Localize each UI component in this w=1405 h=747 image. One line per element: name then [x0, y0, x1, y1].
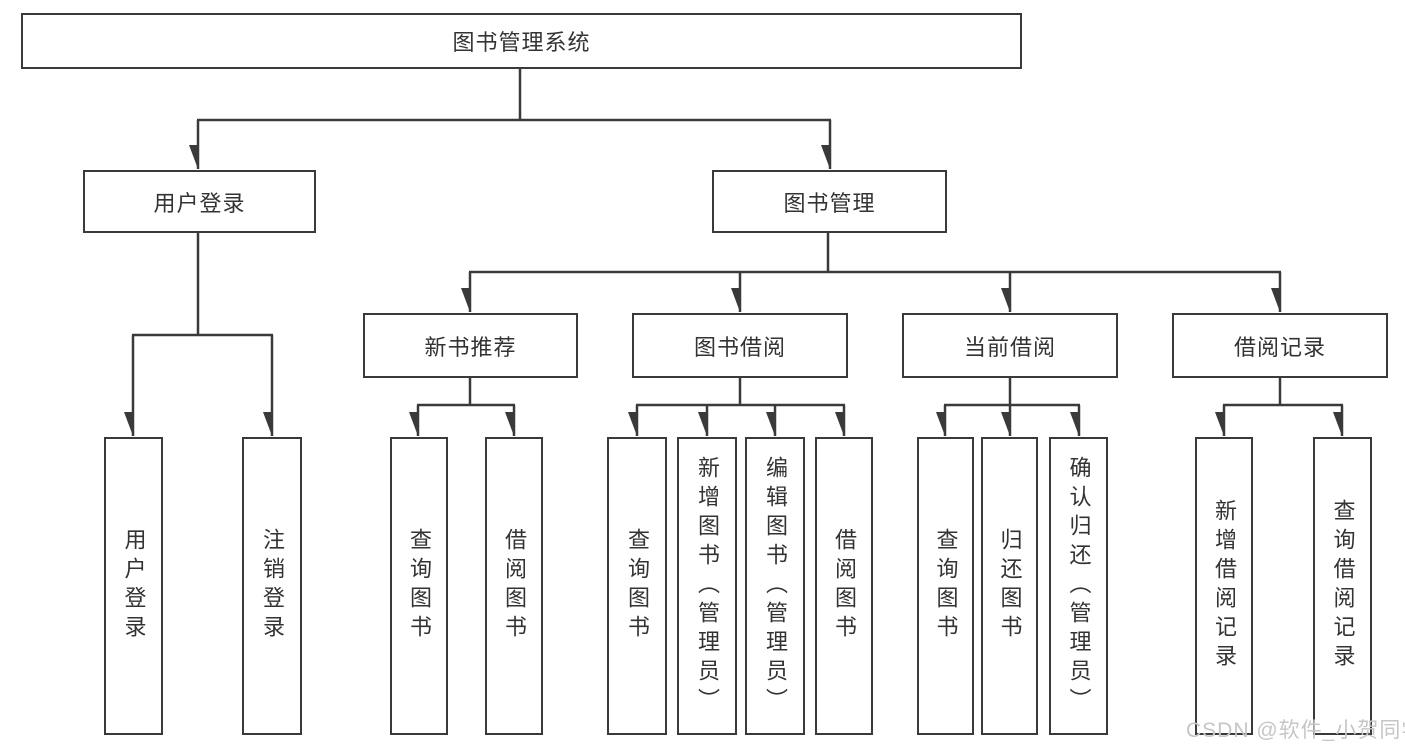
- node-book-borrowing: 图书借阅: [632, 313, 848, 378]
- csdn-watermark: CSDN @软件_小贺同学: [1186, 719, 1405, 742]
- node-logout-action: 注销登录: [242, 437, 302, 735]
- node-borrowing-records: 借阅记录: [1172, 313, 1388, 378]
- node-book-management: 图书管理: [712, 170, 947, 233]
- node-library-management-system: 图书管理系统: [21, 13, 1022, 69]
- node-query-books-borrowing: 查询图书: [607, 437, 667, 735]
- node-edit-books-admin: 编辑图书（管理员）: [745, 437, 805, 735]
- node-query-books-current: 查询图书: [917, 437, 974, 735]
- node-user-login-action: 用户登录: [104, 437, 163, 735]
- node-confirm-return-admin: 确认归还（管理员）: [1049, 437, 1108, 735]
- node-return-books: 归还图书: [981, 437, 1038, 735]
- node-add-borrow-record: 新增借阅记录: [1195, 437, 1253, 735]
- node-add-books-admin: 新增图书（管理员）: [677, 437, 737, 735]
- node-borrow-books-borrowing: 借阅图书: [815, 437, 873, 735]
- node-query-borrow-record: 查询借阅记录: [1313, 437, 1372, 735]
- node-new-book-recommend: 新书推荐: [363, 313, 578, 378]
- node-user-login: 用户登录: [83, 170, 316, 233]
- node-query-books-recommend: 查询图书: [390, 437, 448, 735]
- node-current-borrowing: 当前借阅: [902, 313, 1118, 378]
- node-borrow-books-recommend: 借阅图书: [485, 437, 543, 735]
